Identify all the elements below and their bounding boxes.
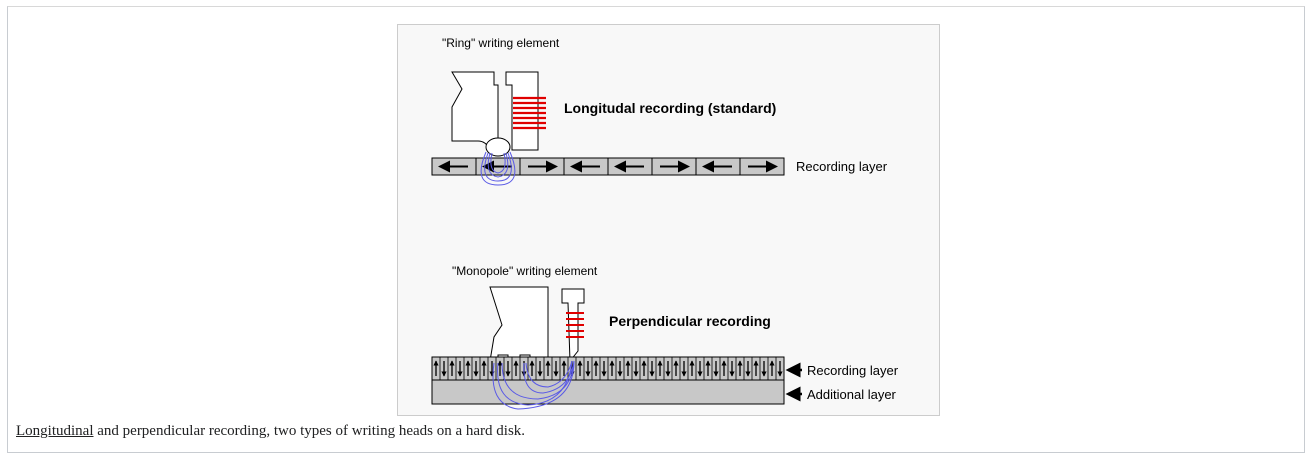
ring-gap: [485, 137, 511, 157]
return-pole: [489, 286, 549, 366]
longitudinal-title: Longitudal recording (standard): [564, 100, 776, 116]
ring-head-label: "Ring" writing element: [442, 36, 560, 50]
longitudinal-layer: [431, 157, 785, 176]
monopole-field-lines: [492, 360, 575, 410]
longitudinal-cells: [438, 158, 778, 175]
longitudinal-layer-label: Recording layer: [796, 159, 888, 174]
perpendicular-recording-layer: [431, 356, 785, 381]
longitudinal-link[interactable]: Longitudinal: [16, 423, 94, 439]
ring-coil: [513, 96, 546, 130]
figure-caption: Longitudinal and perpendicular recording…: [16, 423, 525, 440]
monopole-head-label: "Monopole" writing element: [452, 264, 598, 278]
additional-layer: [431, 379, 785, 405]
perpendicular-title: Perpendicular recording: [609, 313, 771, 329]
ring-field-lines: [480, 151, 516, 186]
perpendicular-cells: [433, 357, 783, 380]
ring-right-pole: [505, 71, 539, 151]
ring-left-pole: [451, 71, 499, 151]
ring-head: [451, 71, 539, 157]
caption-text: and perpendicular recording, two types o…: [93, 423, 526, 439]
figure-frame: "Ring" writing element Longitudal record…: [7, 6, 1305, 453]
monopole-coil: [566, 312, 584, 338]
perpendicular-recording-layer-label: Recording layer: [807, 363, 899, 378]
diagram-svg: "Ring" writing element Longitudal record…: [431, 36, 899, 410]
additional-layer-label: Additional layer: [807, 387, 897, 402]
recording-diagram: "Ring" writing element Longitudal record…: [397, 24, 940, 416]
